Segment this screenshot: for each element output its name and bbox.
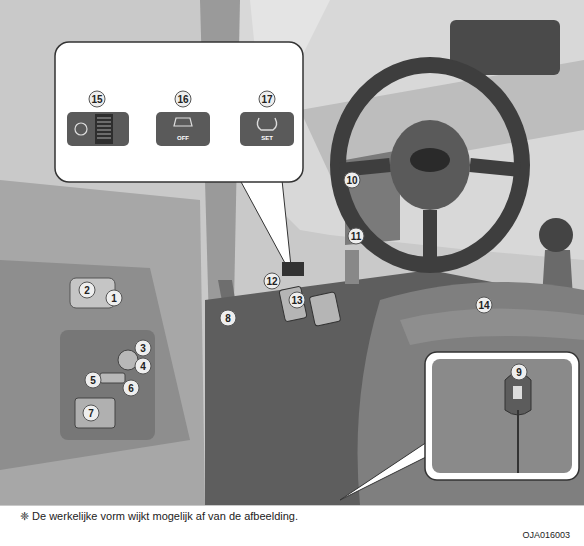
callout-number: 3	[135, 340, 152, 357]
callout-number: 11	[348, 228, 365, 245]
callout-number: 10	[344, 172, 361, 189]
callout-number: 2	[79, 282, 96, 299]
callout-number: 13	[289, 292, 306, 309]
callout-number: 8	[220, 310, 237, 327]
callout-number: 6	[123, 380, 140, 397]
callout-number: 12	[264, 273, 281, 290]
button-text: SET	[261, 135, 273, 141]
button-text: OFF	[177, 135, 189, 141]
callout-number: 16	[175, 91, 192, 108]
callout-number: 9	[511, 364, 528, 381]
callout-number: 4	[135, 358, 152, 375]
callout-number: 7	[83, 405, 100, 422]
callout-number: 14	[476, 297, 493, 314]
callout-number: 15	[89, 91, 106, 108]
caption: ❈ De werkelijke vorm wijkt mogelijk af v…	[20, 510, 298, 523]
callout-number: 1	[106, 290, 123, 307]
callout-number: 17	[259, 91, 276, 108]
callout-number: 5	[85, 372, 102, 389]
figure-code: OJA016003	[522, 530, 570, 540]
